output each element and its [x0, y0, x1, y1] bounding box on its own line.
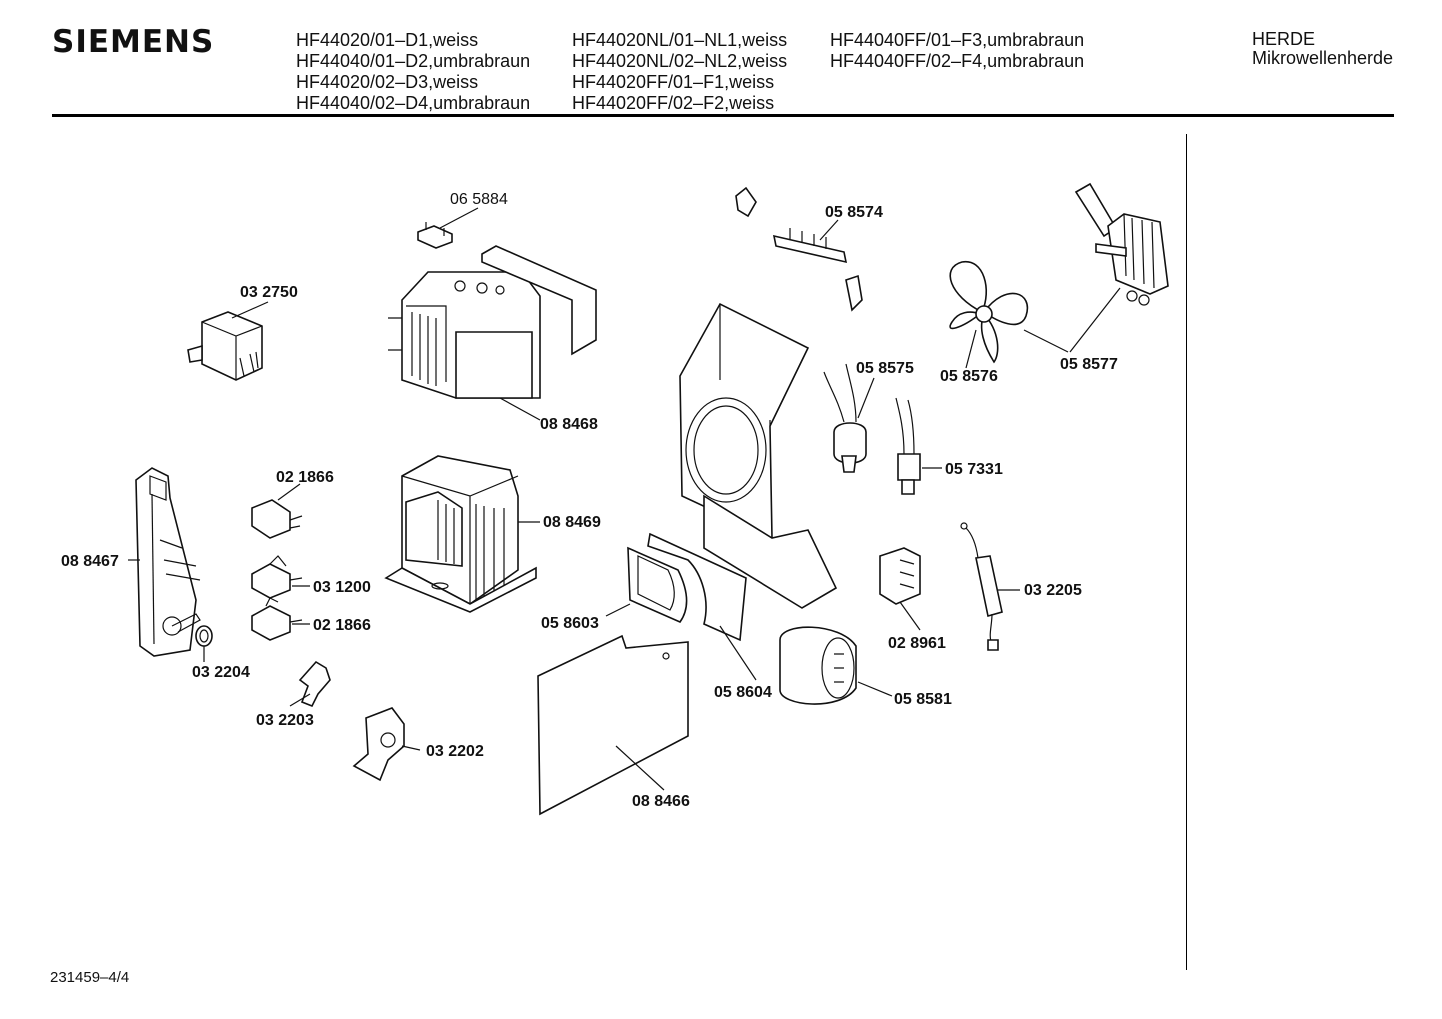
part-058577-fan-motor — [1074, 182, 1169, 306]
label-021866a: 02 1866 — [276, 469, 334, 486]
header-rule — [52, 114, 1394, 117]
model-list-col3: HF44040FF/01–F3,umbrabraun HF44040FF/02–… — [830, 30, 1084, 72]
label-028961: 02 8961 — [888, 635, 946, 652]
model-entry: HF44040/02–D4,umbrabraun — [296, 93, 531, 113]
model-list-col1: HF44020/01–D1,weiss HF44040/01–D2,umbrab… — [296, 30, 530, 114]
label-032750: 03 2750 — [240, 284, 298, 301]
model-entry: HF44020NL/02–NL2,weiss — [572, 51, 788, 71]
model-entry: HF44020/02–D3,weiss — [296, 72, 479, 92]
category-title: HERDE — [1252, 29, 1316, 49]
model-entry: HF44040FF/01–F3,umbrabraun — [830, 30, 1085, 50]
label-032204: 03 2204 — [192, 664, 250, 681]
part-028961-terminal-block — [879, 547, 921, 631]
label-032203: 03 2203 — [256, 712, 314, 729]
model-list-col2: HF44020NL/01–NL1,weiss HF44020NL/02–NL2,… — [572, 30, 787, 114]
label-088467: 08 8467 — [61, 553, 119, 570]
label-088466: 08 8466 — [632, 793, 690, 810]
part-058604-gasket — [647, 532, 757, 681]
label-088469: 08 8469 — [543, 514, 601, 531]
part-058575-capacitor — [823, 363, 875, 473]
model-entry: HF44020FF/01–F1,weiss — [572, 72, 775, 92]
part-058576-fan-blade — [949, 261, 1121, 369]
part-088469-transformer — [384, 455, 540, 613]
part-088468-magnetron — [388, 271, 541, 421]
label-058604: 05 8604 — [714, 684, 772, 701]
model-entry: HF44040/01–D2,umbrabraun — [296, 51, 531, 71]
label-032205: 03 2205 — [1024, 582, 1082, 599]
label-032202: 03 2202 — [426, 743, 484, 760]
part-088466-cover-plate — [537, 634, 689, 816]
part-air-guide-housing — [679, 302, 838, 609]
label-057331: 05 7331 — [945, 461, 1003, 478]
part-032205-fuse — [960, 522, 1020, 651]
model-entry: HF44020FF/02–F2,weiss — [572, 93, 775, 113]
label-021866b: 02 1866 — [313, 617, 371, 634]
part-058581-capacitor — [779, 626, 893, 705]
label-088468: 08 8468 — [540, 416, 598, 433]
part-032750-relay — [187, 301, 269, 381]
part-058574-rail — [735, 186, 863, 312]
part-032202-latch-hook — [352, 707, 421, 782]
label-031200: 03 1200 — [313, 579, 371, 596]
label-058603: 05 8603 — [541, 615, 599, 632]
part-032204-ring — [195, 625, 213, 662]
label-058576: 05 8576 — [940, 368, 998, 385]
part-shield-plate — [481, 245, 597, 356]
margin-rule — [1186, 134, 1187, 970]
part-021866b-switch — [251, 597, 310, 641]
part-021866a-switch — [251, 483, 303, 539]
model-entry: HF44020/01–D1,weiss — [296, 30, 479, 50]
label-065884: 06 5884 — [450, 191, 508, 208]
part-088467-latch-bar — [128, 467, 201, 657]
brand-logo: SIEMENS — [52, 24, 215, 60]
part-032203-hook — [289, 660, 331, 708]
model-entry: HF44040FF/02–F4,umbrabraun — [830, 51, 1085, 71]
label-058581: 05 8581 — [894, 691, 952, 708]
category-block: HERDE Mikrowellenherde — [1252, 30, 1393, 68]
category-subtitle: Mikrowellenherde — [1252, 48, 1394, 68]
label-058575: 05 8575 — [856, 360, 914, 377]
part-031200-switch — [251, 555, 310, 599]
document-id: 231459–4/4 — [50, 969, 130, 986]
model-entry: HF44020NL/01–NL1,weiss — [572, 30, 788, 50]
label-058577: 05 8577 — [1060, 356, 1118, 373]
part-065884-clip — [417, 207, 479, 249]
part-058603-gasket — [605, 546, 688, 623]
label-058574: 05 8574 — [825, 204, 883, 221]
part-057331-capacitor — [895, 397, 942, 495]
